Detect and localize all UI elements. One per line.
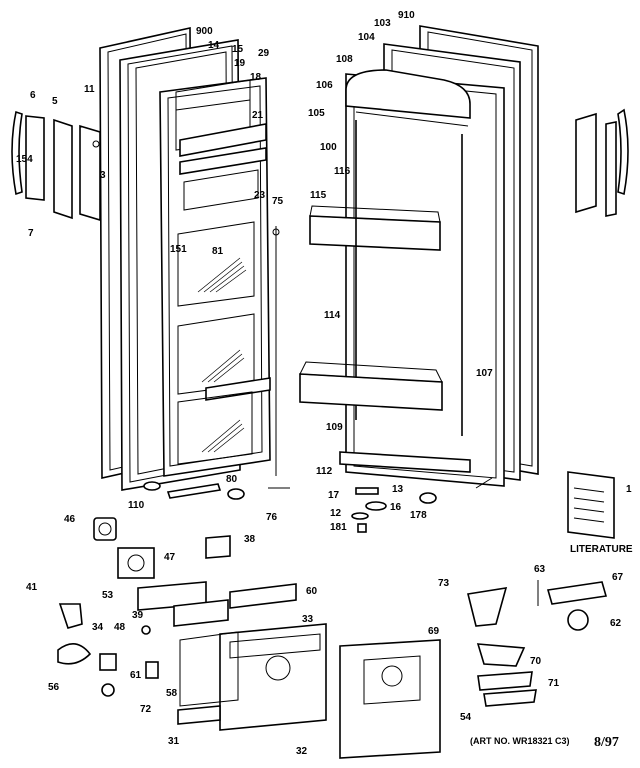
- part-number-label: 47: [164, 552, 176, 563]
- part-number-label: 53: [102, 590, 114, 601]
- part-number-label: 19: [234, 58, 246, 69]
- part-number-label: 41: [26, 582, 38, 593]
- part-number-label: 69: [428, 626, 440, 637]
- part-number-label: 46: [64, 514, 76, 525]
- part-number-label: 23: [254, 190, 266, 201]
- part-number-label: 3: [100, 170, 106, 181]
- part-number-label: 62: [610, 618, 622, 629]
- part-number-label: 71: [548, 678, 560, 689]
- part-number-label: 58: [166, 688, 178, 699]
- part-number-label: 106: [316, 80, 333, 91]
- part-number-label: 108: [336, 54, 353, 65]
- part-number-label: 70: [530, 656, 542, 667]
- part-number-label: 12: [330, 508, 342, 519]
- part-number-label: 178: [410, 510, 427, 521]
- part-number-label: 105: [308, 108, 325, 119]
- part-number-label: 1: [626, 484, 632, 495]
- part-number-label: 181: [330, 522, 347, 533]
- part-number-label: 21: [252, 110, 264, 121]
- part-number-label: 910: [398, 10, 415, 21]
- part-number-label: 48: [114, 622, 126, 633]
- part-number-label: 29: [258, 48, 270, 59]
- part-number-label: 154: [16, 154, 33, 165]
- part-number-label: 116: [334, 166, 351, 177]
- part-number-label: 17: [328, 490, 340, 501]
- dispenser-parts: [57, 517, 441, 759]
- part-number-label: 72: [140, 704, 152, 715]
- part-number-label: 15: [232, 44, 244, 55]
- part-number-label: 114: [324, 310, 341, 321]
- part-number-label: 151: [170, 244, 187, 255]
- part-number-label: 112: [316, 466, 333, 477]
- part-number-label: 900: [196, 26, 213, 37]
- part-number-label: 33: [302, 614, 314, 625]
- part-number-label: 13: [392, 484, 404, 495]
- art-number: (ART NO. WR18321 C3): [470, 736, 570, 746]
- fresh-food-door: [299, 25, 629, 533]
- part-number-label: 54: [460, 712, 472, 723]
- freezer-handle: [11, 110, 101, 222]
- part-number-label: 81: [212, 246, 224, 257]
- right-accessories: [467, 580, 608, 707]
- part-number-label: 60: [306, 586, 318, 597]
- part-number-label: 11: [84, 84, 95, 95]
- part-number-label: 61: [130, 670, 142, 681]
- literature-label: LITERATURE: [570, 544, 633, 555]
- part-number-label: 39: [132, 610, 144, 621]
- part-number-label: 63: [534, 564, 546, 575]
- part-number-label: 104: [358, 32, 375, 43]
- part-number-label: 34: [92, 622, 104, 633]
- part-number-label: 80: [226, 474, 238, 485]
- literature-booklet: [567, 471, 615, 539]
- part-number-label: 76: [266, 512, 278, 523]
- part-number-label: 56: [48, 682, 60, 693]
- part-number-label: 73: [438, 578, 450, 589]
- part-number-label: 5: [52, 96, 58, 107]
- part-number-label: 6: [30, 90, 36, 101]
- part-number-label: 38: [244, 534, 256, 545]
- part-number-label: 31: [168, 736, 180, 747]
- part-number-label: 110: [128, 500, 145, 511]
- part-number-label: 7: [28, 228, 34, 239]
- part-number-label: 75: [272, 196, 284, 207]
- date-code: 8/97: [594, 735, 619, 750]
- part-number-label: 16: [390, 502, 402, 513]
- part-number-label: 32: [296, 746, 308, 757]
- part-number-label: 14: [208, 40, 220, 51]
- part-number-label: 100: [320, 142, 337, 153]
- part-number-label: 115: [310, 190, 327, 201]
- part-number-label: 67: [612, 572, 624, 583]
- part-number-label: 103: [374, 18, 391, 29]
- freezer-door: [99, 27, 290, 500]
- part-number-label: 107: [476, 368, 493, 379]
- part-number-label: 109: [326, 422, 343, 433]
- part-number-label: 18: [250, 72, 262, 83]
